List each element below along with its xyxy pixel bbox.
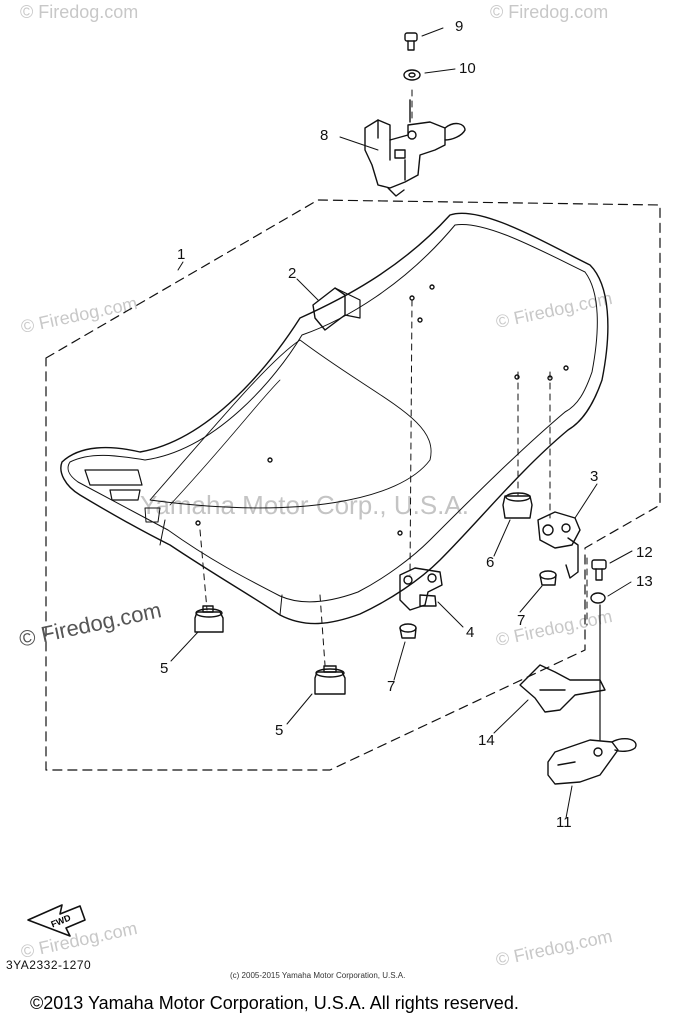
part-5-damper-b	[314, 665, 346, 695]
part-9-bolt	[404, 32, 418, 51]
part-8-seat-lock	[364, 99, 466, 197]
callout-2: 2	[288, 265, 297, 282]
callout-7-right: 7	[517, 612, 526, 629]
part-11-bracket	[547, 738, 637, 785]
callout-13: 13	[636, 573, 653, 590]
seat-outline	[60, 212, 609, 625]
seat-strap	[84, 469, 143, 486]
callout-1: 1	[177, 246, 186, 263]
callout-10: 10	[459, 60, 476, 77]
assembly-boundary	[45, 199, 661, 771]
callout-11: 11	[556, 814, 572, 831]
callout-3: 3	[590, 468, 599, 485]
part-5-damper-a	[194, 605, 224, 633]
watermark-top-right: © Firedog.com	[490, 2, 609, 22]
part-7-grommet-b	[399, 623, 417, 639]
part-6-damper	[502, 492, 533, 519]
callout-6: 6	[486, 554, 495, 571]
fwd-arrow-icon	[27, 904, 86, 937]
part-14-plate	[519, 664, 606, 713]
seat-rim	[67, 223, 598, 603]
part-13-washer	[590, 592, 606, 604]
part-4-bracket	[399, 567, 443, 611]
callout-4: 4	[466, 624, 475, 641]
callout-12: 12	[636, 544, 653, 561]
callout-5-right: 5	[275, 722, 284, 739]
callout-9: 9	[455, 18, 464, 35]
fine-print: (c) 2005-2015 Yamaha Motor Corporation, …	[230, 971, 406, 980]
seat-side	[159, 519, 283, 616]
part-code: 3YA2332-1270	[6, 958, 92, 972]
seat-seam	[149, 339, 432, 509]
part-12-bolt	[591, 559, 607, 581]
callout-14: 14	[478, 732, 495, 749]
part-10-washer	[403, 69, 421, 81]
copyright-notice: ©2013 Yamaha Motor Corporation, U.S.A. A…	[30, 993, 519, 1013]
watermark-top-left: © Firedog.com	[20, 2, 139, 22]
callout-7-mid: 7	[387, 678, 396, 695]
part-3-bracket	[537, 511, 581, 579]
callout-8: 8	[320, 127, 329, 144]
callout-5-left: 5	[160, 660, 169, 677]
part-7-grommet-a	[539, 570, 557, 586]
